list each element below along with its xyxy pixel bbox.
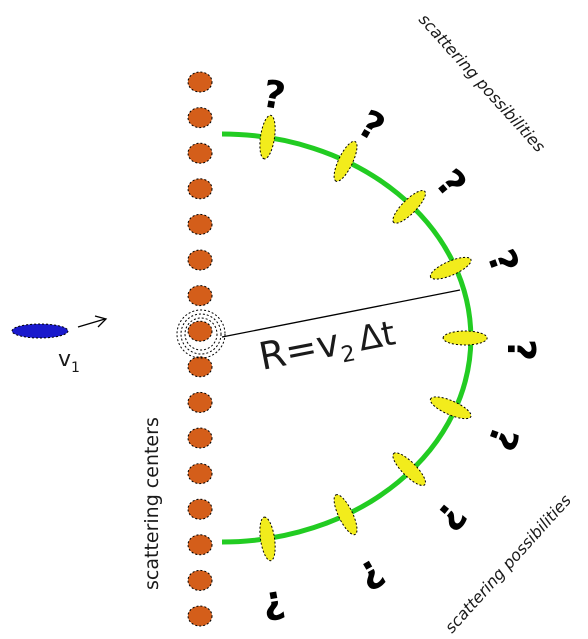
scattering-center [187, 391, 213, 413]
scattering-center [187, 534, 213, 556]
scattering-center [187, 427, 213, 449]
question-mark: ? [479, 244, 528, 280]
scattering-center [187, 320, 213, 342]
scattering-center [187, 178, 213, 200]
candidate-particle [259, 516, 276, 562]
candidate-particle [333, 140, 358, 182]
question-mark: ? [259, 581, 288, 628]
velocity-arrow-head [94, 315, 108, 328]
scattering-center [187, 285, 213, 307]
question-mark: ? [479, 421, 528, 457]
scattering-center [187, 107, 213, 129]
scattering-center [187, 249, 213, 271]
candidate-particle [442, 330, 488, 346]
question-mark: ? [427, 494, 475, 539]
scattering-center [187, 213, 213, 235]
candidate-particle [259, 114, 276, 160]
scattering-center [187, 71, 213, 93]
incoming-particle [11, 323, 69, 339]
incoming-velocity-label: v1 [58, 347, 80, 376]
scattering-center [187, 498, 213, 520]
candidate-particle [392, 452, 426, 486]
scattering-centers-label: scattering centers [141, 417, 163, 590]
active-scatterer-ring [184, 317, 218, 351]
question-mark: ? [351, 550, 392, 599]
velocity-arrow-shaft [77, 318, 106, 328]
radius-label: R=v2Δt [255, 309, 399, 383]
radius-line [221, 289, 461, 338]
scattering-possibilities-top-label: scattering possibilities [415, 10, 549, 156]
candidate-particle [333, 494, 358, 536]
scattering-center [187, 463, 213, 485]
active-scatterer-ring [176, 309, 226, 359]
scattering-center [187, 142, 213, 164]
scattering-center [187, 569, 213, 591]
question-mark: ? [351, 101, 392, 150]
question-mark: ? [259, 71, 288, 118]
candidate-particle [429, 256, 472, 280]
candidate-particle [429, 396, 472, 420]
scattering-center [187, 356, 213, 378]
scattering-centers [187, 71, 213, 627]
question-mark: ? [499, 339, 543, 361]
question-mark: ? [427, 161, 475, 206]
scattering-center [187, 605, 213, 627]
candidate-particle [392, 190, 426, 224]
active-scatterer-ring [180, 313, 222, 355]
